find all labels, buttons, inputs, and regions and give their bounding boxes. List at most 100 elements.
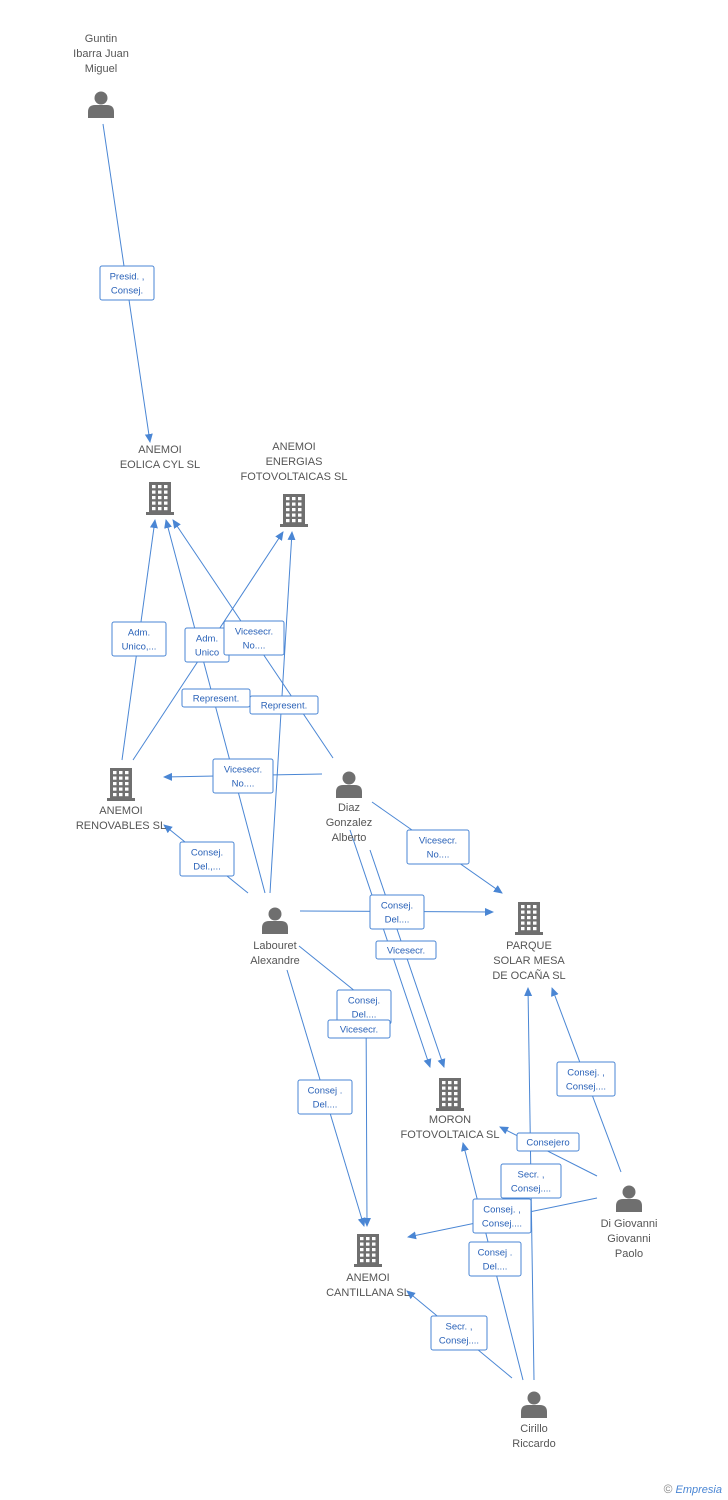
node-label: DE OCAÑA SL xyxy=(492,969,565,982)
node-label: Giovanni xyxy=(607,1233,650,1245)
edge-label-box xyxy=(249,695,319,715)
node-label: Alexandre xyxy=(250,955,300,967)
edge-label-box xyxy=(406,829,470,865)
edge-label-text: Consej . xyxy=(308,1086,343,1097)
edge-label-e4[interactable]: Vicesecr. No.... xyxy=(223,620,285,656)
edge-label-text: Consej.... xyxy=(511,1184,551,1195)
node-label: Gonzalez xyxy=(326,817,372,829)
edge-label-e8[interactable]: Consej. Del.,... xyxy=(179,841,235,877)
edge-label-text: Vicesecr. xyxy=(387,946,425,957)
node-label: Diaz xyxy=(338,802,360,814)
node-label: ENERGIAS xyxy=(266,456,323,468)
edge-label-e14[interactable]: Consej . Del.... xyxy=(297,1079,353,1115)
edge-label-text: Del.... xyxy=(313,1100,338,1111)
edge-label-text: No.... xyxy=(427,850,450,861)
edge-label-e13[interactable]: Vicesecr. xyxy=(327,1019,391,1039)
edge-label-e3[interactable]: Adm. Unico xyxy=(184,627,230,663)
edge-label-text: Adm. xyxy=(196,634,218,645)
edge-label-box xyxy=(468,1241,522,1277)
edge-label-text: Consej. xyxy=(111,286,143,297)
edge-label-e10[interactable]: Consej.Del.... xyxy=(369,894,425,930)
edge-label-e12[interactable]: Consej. Del.... xyxy=(336,989,392,1025)
person-icon xyxy=(336,771,362,798)
person-icon xyxy=(521,1391,547,1418)
node-label: FOTOVOLTAICA SL xyxy=(400,1129,499,1141)
person-icon xyxy=(616,1185,642,1212)
node-label: Di Giovanni xyxy=(601,1218,658,1230)
edge-label-e11[interactable]: Vicesecr. xyxy=(375,940,437,960)
edge-label-text: Consej. , xyxy=(567,1068,605,1079)
edge-label-text: Secr. , xyxy=(446,1322,473,1333)
edge-label-box xyxy=(99,265,155,301)
edge-label-text: Consej. , xyxy=(483,1205,521,1216)
node-label: Labouret xyxy=(253,940,296,952)
node-energias[interactable]: ANEMOI ENERGIAS FOTOVOLTAICAS SL xyxy=(241,441,348,527)
edge-label-text: No.... xyxy=(243,641,266,652)
footer: © Empresia xyxy=(664,1482,722,1496)
edge-label-e7[interactable]: Vicesecr.No.... xyxy=(212,758,274,794)
edge-label-box xyxy=(369,894,425,930)
node-label: RENOVABLES SL xyxy=(76,820,166,832)
edge-label-e9[interactable]: Vicesecr. No.... xyxy=(406,829,470,865)
edge-label-e19[interactable]: Consej . Del.... xyxy=(468,1241,522,1277)
edge-label-box xyxy=(430,1315,488,1351)
building-icon xyxy=(436,1078,464,1111)
edge-label-e15[interactable]: Consej. , Consej.... xyxy=(556,1061,616,1097)
edge-label-text: Del.... xyxy=(483,1262,508,1273)
edge-label-box xyxy=(472,1198,532,1234)
edge-label-e20[interactable]: Secr. , Consej.... xyxy=(430,1315,488,1351)
edge-label-text: Consej. xyxy=(191,848,223,859)
edge-label-text: Del.... xyxy=(352,1010,377,1021)
edge-label-e1[interactable]: Presid. ,Consej. xyxy=(99,265,155,301)
edge-label-e2[interactable]: Adm.Unico,... xyxy=(111,621,167,657)
edge-label-text: Vicesecr. xyxy=(419,836,457,847)
edge-label-text: Consej.... xyxy=(566,1082,606,1093)
node-eolica[interactable]: ANEMOI EOLICA CYL SL xyxy=(120,444,200,515)
edge-label-e16[interactable]: Consejero xyxy=(516,1132,580,1152)
node-label: ANEMOI xyxy=(346,1272,389,1284)
node-label: EOLICA CYL SL xyxy=(120,459,200,471)
edge-label-text: Consej.... xyxy=(439,1336,479,1347)
edge-label-e18[interactable]: Consej. ,Consej.... xyxy=(472,1198,532,1234)
edge-label-text: Unico xyxy=(195,648,219,659)
edge-label-box xyxy=(516,1132,580,1152)
edge-label-e5[interactable]: Represent. xyxy=(181,688,251,708)
node-label: ANEMOI xyxy=(138,444,181,456)
building-icon xyxy=(146,482,174,515)
person-icon xyxy=(262,907,288,934)
edge-label-box xyxy=(179,841,235,877)
person-icon xyxy=(88,91,114,118)
node-label: Ibarra Juan xyxy=(73,48,129,60)
edge-label-text: Vicesecr. xyxy=(340,1025,378,1036)
node-label: ANEMOI xyxy=(272,441,315,453)
edge-label-box xyxy=(327,1019,391,1039)
empresia-logo[interactable]: Empresia xyxy=(675,1484,722,1496)
node-label: Paolo xyxy=(615,1248,643,1260)
building-icon xyxy=(280,494,308,527)
edge-labels-layer: Presid. ,Consej.Adm.Unico,...Adm.UnicoVi… xyxy=(99,265,616,1351)
edge-label-text: No.... xyxy=(232,779,255,790)
edge-label-text: Del.,... xyxy=(193,862,220,873)
edge-label-e6[interactable]: Represent. xyxy=(249,695,319,715)
edge-label-text: Unico,... xyxy=(122,642,157,653)
edge-label-e17[interactable]: Secr. , Consej.... xyxy=(500,1163,562,1199)
edge-label-box xyxy=(111,621,167,657)
node-label: Miguel xyxy=(85,63,117,75)
edge-label-text: Vicesecr. xyxy=(235,627,273,638)
edge-label-text: Consej . xyxy=(478,1248,513,1259)
node-label: FOTOVOLTAICAS SL xyxy=(241,471,348,483)
edge-label-box xyxy=(500,1163,562,1199)
edge-label-text: Consej. xyxy=(348,996,380,1007)
edge-label-box xyxy=(556,1061,616,1097)
edge-label-text: Secr. , xyxy=(518,1170,545,1181)
